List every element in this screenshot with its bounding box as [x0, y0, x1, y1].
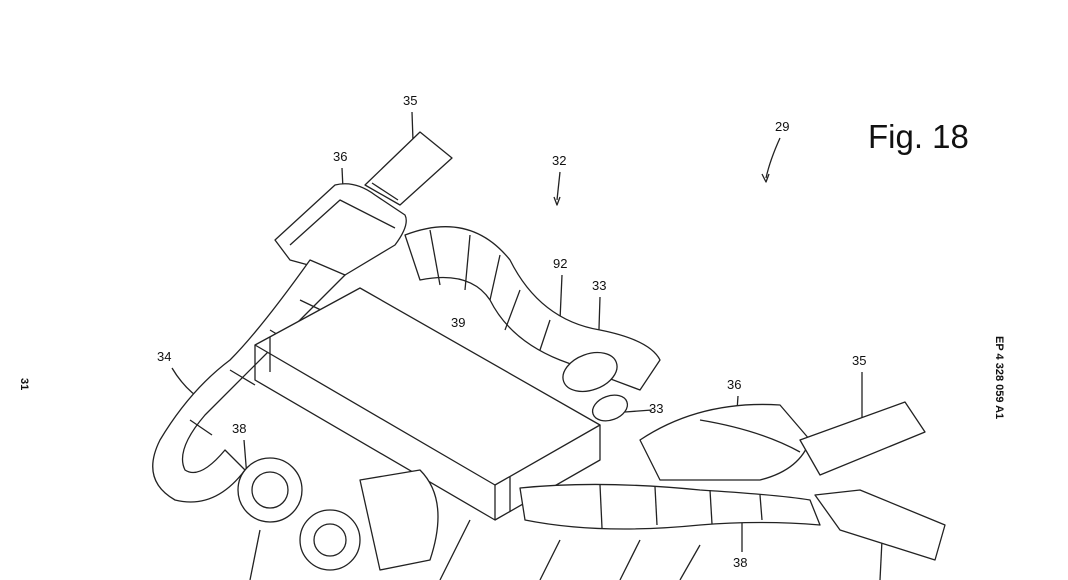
- numeral-35-top: 35: [403, 93, 418, 108]
- numeral-92: 92: [553, 256, 568, 271]
- numeral-36-top: 36: [333, 149, 348, 164]
- figure-title: Fig. 18: [868, 118, 969, 155]
- numeral-39: 39: [451, 315, 466, 330]
- numeral-33-lower: 33: [649, 401, 664, 416]
- numeral-29: 29: [775, 119, 790, 134]
- numeral-38-right: 38: [733, 555, 748, 570]
- numeral-34: 34: [157, 349, 172, 364]
- numeral-36-right: 36: [727, 377, 742, 392]
- numeral-33-upper: 33: [592, 278, 607, 293]
- numeral-32: 32: [552, 153, 567, 168]
- numeral-38-left: 38: [232, 421, 247, 436]
- numeral-35-right: 35: [852, 353, 867, 368]
